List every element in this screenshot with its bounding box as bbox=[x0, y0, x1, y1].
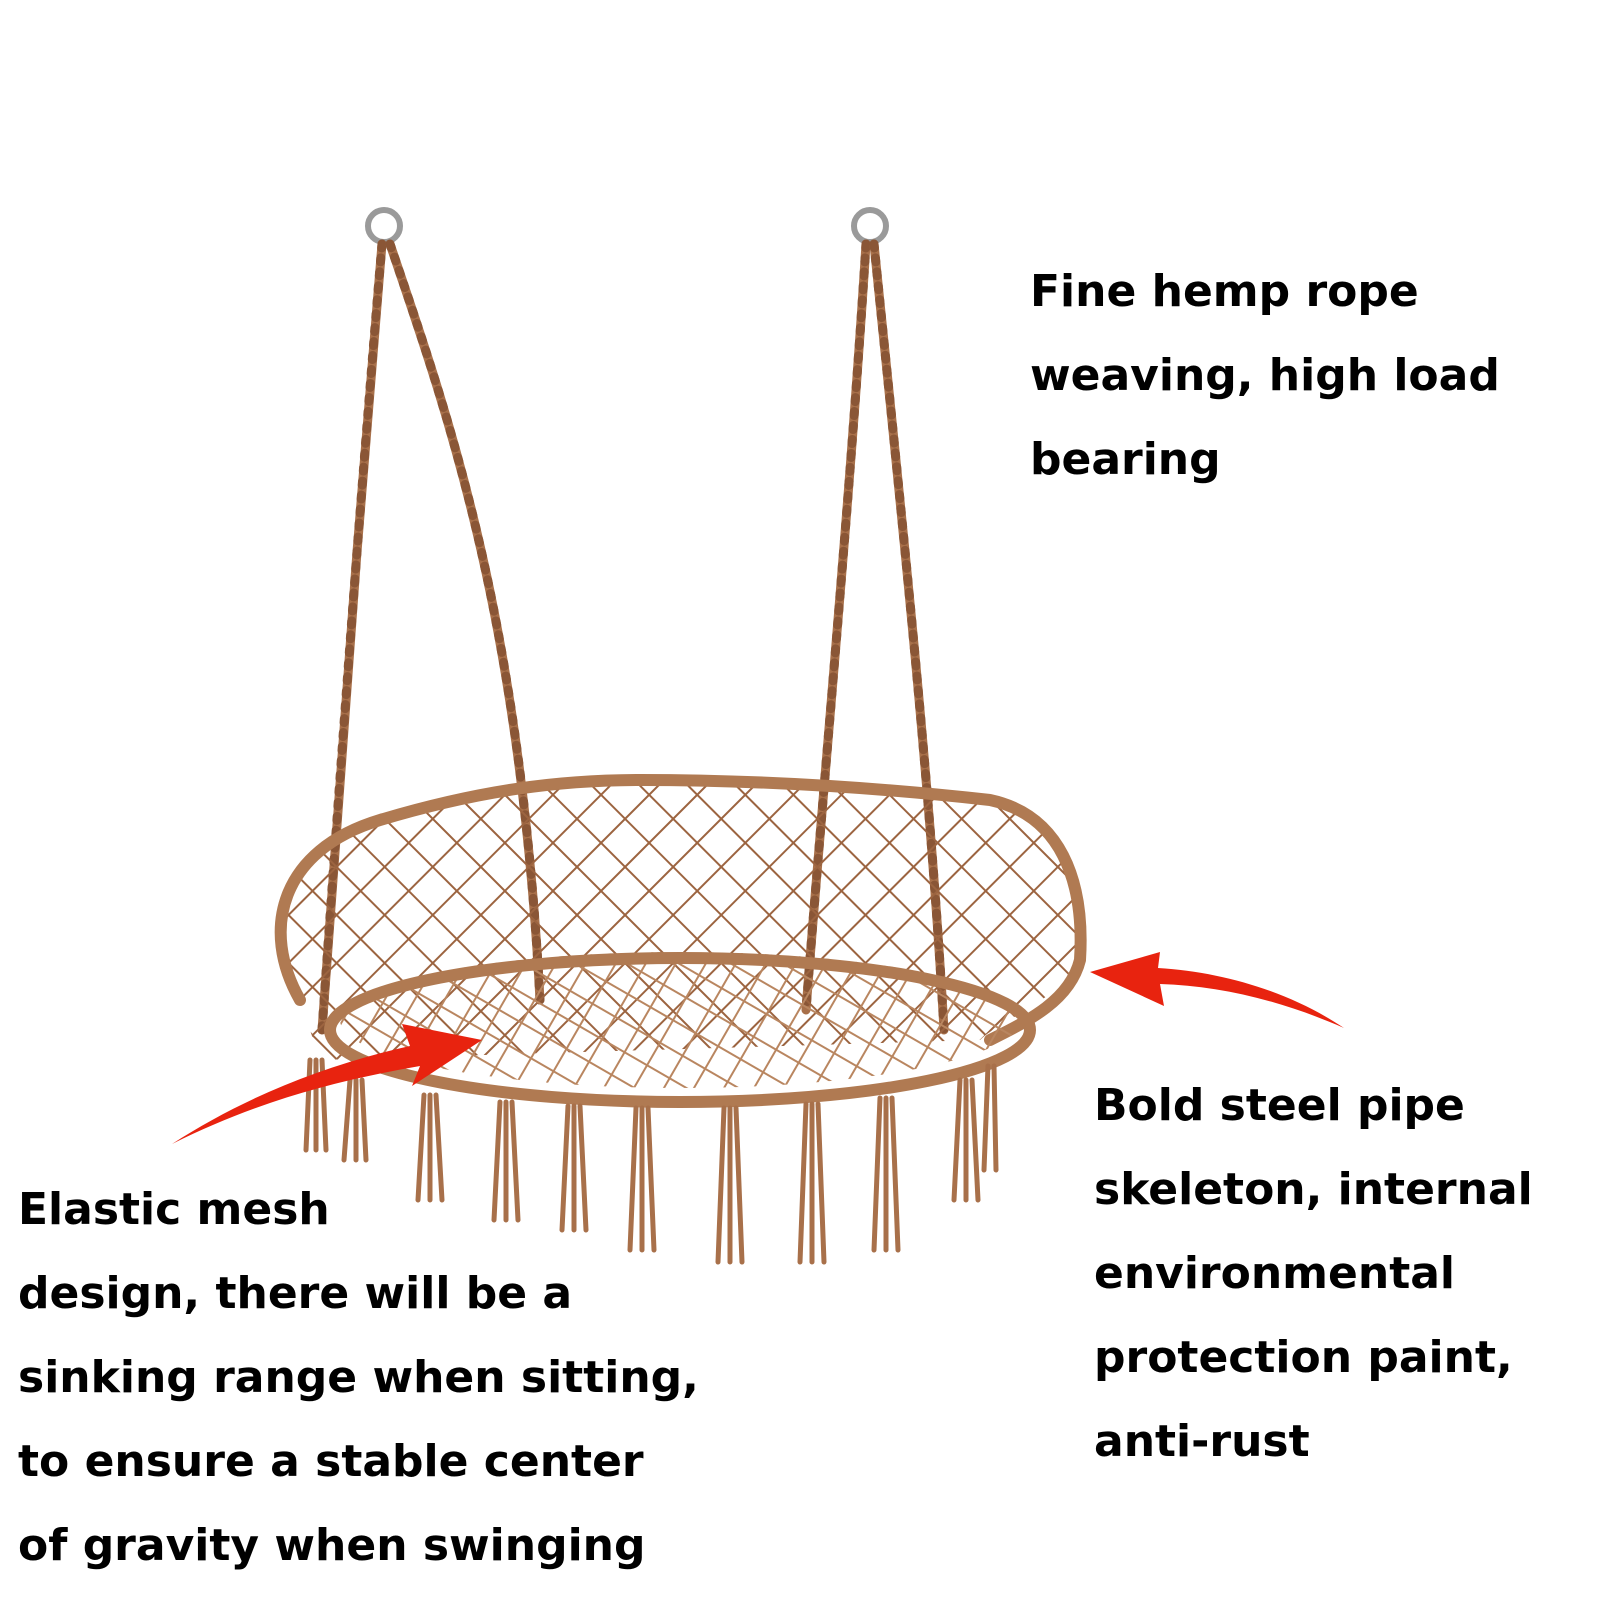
caption-rope-line: Fine hemp rope bbox=[1030, 266, 1419, 317]
caption-pipe-line: anti-rust bbox=[1094, 1416, 1310, 1467]
arrow-to-rim bbox=[1090, 952, 1344, 1028]
seat-rim bbox=[324, 952, 1036, 1108]
arrow-to-seat bbox=[172, 1024, 482, 1144]
caption-elastic-mesh: Elastic mesh design, there will be a sin… bbox=[18, 1168, 699, 1588]
caption-steel-pipe: Bold steel pipe skeleton, internal envir… bbox=[1094, 1064, 1533, 1484]
caption-pipe-line: skeleton, internal bbox=[1094, 1164, 1533, 1215]
caption-mesh-line: sinking range when sitting, bbox=[18, 1352, 699, 1403]
hanging-ring-right bbox=[851, 207, 889, 245]
caption-mesh-line: design, there will be a bbox=[18, 1268, 573, 1319]
caption-pipe-line: Bold steel pipe bbox=[1094, 1080, 1465, 1131]
caption-pipe-line: environmental bbox=[1094, 1248, 1456, 1299]
caption-rope-line: weaving, high load bbox=[1030, 350, 1500, 401]
caption-mesh-line: Elastic mesh bbox=[18, 1184, 330, 1235]
hanging-ring-left bbox=[365, 207, 403, 245]
caption-mesh-line: of gravity when swinging bbox=[18, 1520, 646, 1571]
caption-mesh-line: to ensure a stable center bbox=[18, 1436, 644, 1487]
caption-rope-line: bearing bbox=[1030, 434, 1221, 485]
fringe-tassels bbox=[303, 1057, 999, 1265]
caption-rope: Fine hemp rope weaving, high load bearin… bbox=[1030, 250, 1500, 502]
caption-pipe-line: protection paint, bbox=[1094, 1332, 1513, 1383]
backrest-rim bbox=[274, 773, 1087, 1046]
